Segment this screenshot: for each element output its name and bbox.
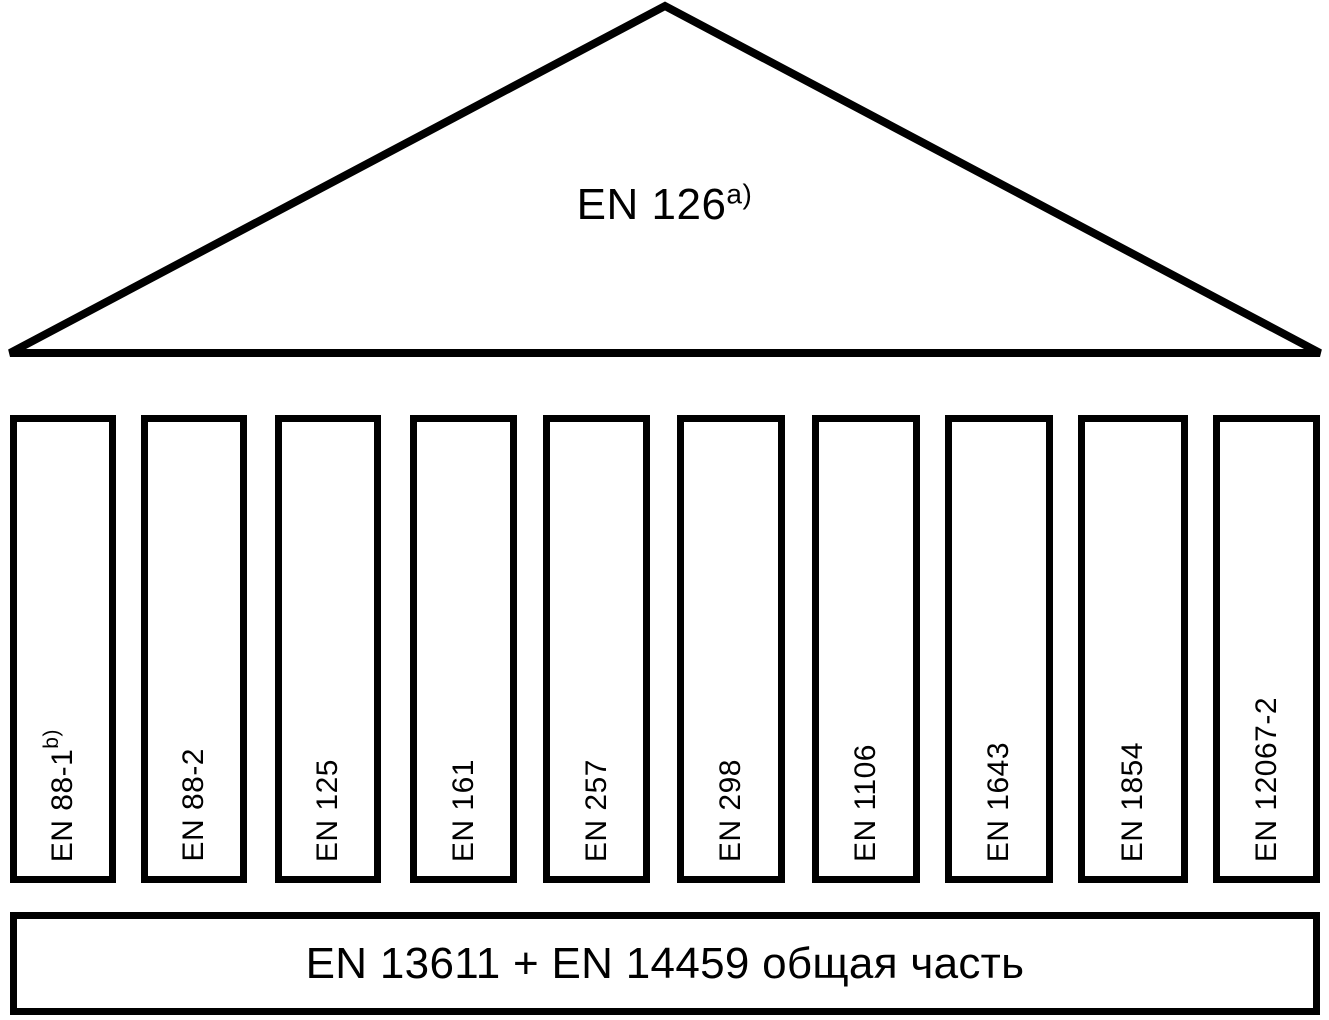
column-label-wrap: EN 125 [282,442,374,862]
column-en-161[interactable]: EN 161 [410,415,517,883]
column-label: EN 1643 [982,741,1015,862]
column-en-1854[interactable]: EN 1854 [1078,415,1188,883]
base-bar-label: EN 13611 + EN 14459 общая часть [305,938,1025,988]
column-label-text: EN 1854 [1116,741,1149,862]
pediment-outline [8,1,1322,357]
column-label-text: EN 257 [579,758,613,862]
column-label-text: EN 12067-2 [1249,696,1283,862]
column-label-text: EN 88-1 [46,748,79,862]
column-label-wrap: EN 1106 [819,442,913,862]
pediment-label-text: EN 126 [576,180,727,229]
base-bar[interactable]: EN 13611 + EN 14459 общая часть [10,912,1320,1015]
column-label: EN 1854 [1116,741,1149,862]
column-label-wrap: EN 1854 [1085,442,1181,862]
column-en-1106[interactable]: EN 1106 [812,415,920,883]
column-label: EN 12067-2 [1249,696,1283,862]
column-label: EN 88-1b) [40,729,79,862]
column-label-text: EN 125 [311,758,344,862]
column-en-88-2[interactable]: EN 88-2 [141,415,247,883]
column-label-superscript: b) [40,728,63,749]
pediment-triangle [8,1,1322,357]
column-label-wrap: EN 257 [550,442,643,862]
column-en-12067-2[interactable]: EN 12067-2 [1213,415,1320,883]
column-en-298[interactable]: EN 298 [677,415,785,883]
column-en-1643[interactable]: EN 1643 [945,415,1053,883]
column-label-wrap: EN 12067-2 [1220,442,1313,862]
column-en-125[interactable]: EN 125 [275,415,381,883]
column-label-wrap: EN 161 [417,442,510,862]
column-en-88-1[interactable]: EN 88-1b) [10,415,116,883]
column-label-text: EN 1643 [982,741,1015,862]
pediment: EN 126a) [0,0,1329,365]
colonnade: EN 88-1b) EN 88-2 EN 125 EN 161 EN 257 [10,415,1320,883]
column-label-wrap: EN 88-1b) [17,442,109,862]
pediment-label: EN 126a) [0,180,1329,229]
column-label: EN 125 [311,758,344,862]
column-label-wrap: EN 1643 [952,442,1046,862]
column-label: EN 1106 [849,743,882,862]
column-label-text: EN 161 [446,758,480,862]
column-label-text: EN 1106 [849,743,882,862]
column-label: EN 298 [714,758,747,862]
column-label-wrap: EN 88-2 [148,442,240,862]
pediment-label-superscript: a) [726,178,753,210]
column-label: EN 88-2 [177,748,210,862]
column-en-257[interactable]: EN 257 [543,415,650,883]
column-label-text: EN 88-2 [177,748,210,862]
column-label-text: EN 298 [714,758,747,862]
column-label: EN 257 [579,758,613,862]
column-label-wrap: EN 298 [684,442,778,862]
column-label: EN 161 [446,758,480,862]
